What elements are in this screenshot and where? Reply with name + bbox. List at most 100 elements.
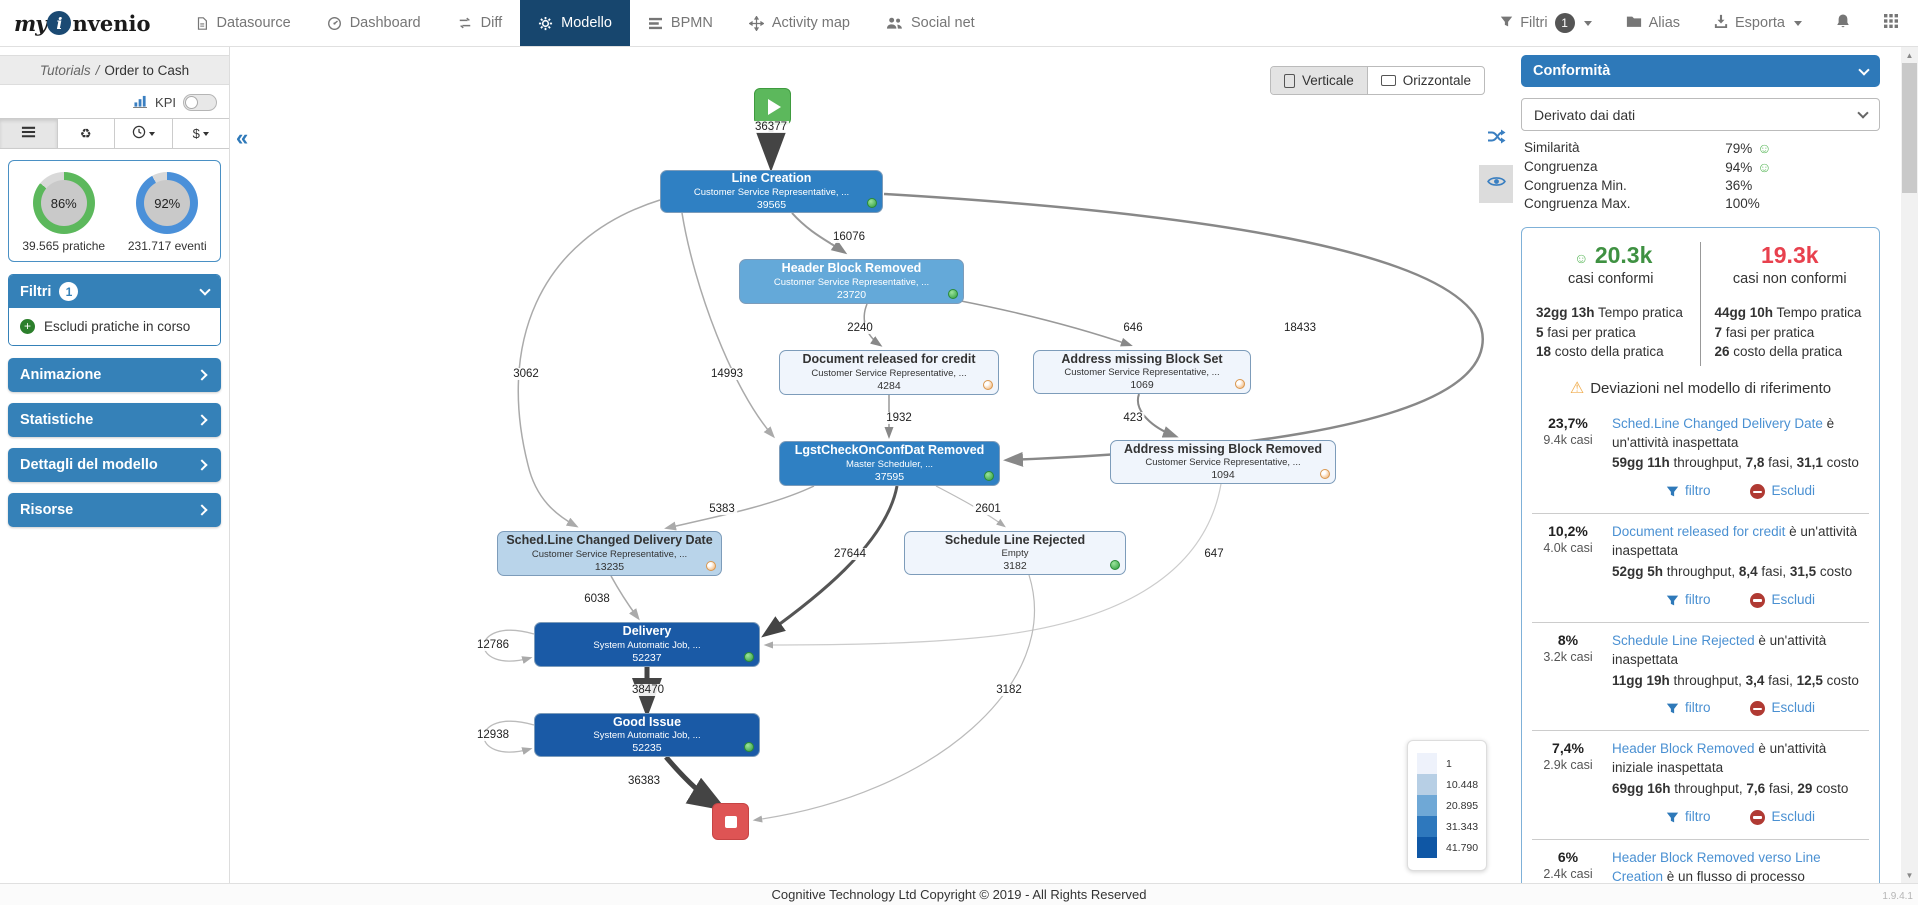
node-role: Customer Service Representative, ...: [811, 367, 967, 379]
apps-grid-button[interactable]: [1884, 14, 1898, 32]
nav-item-diff[interactable]: Diff: [439, 0, 521, 46]
start-node[interactable]: [754, 88, 791, 125]
legend-value: 31.343: [1446, 820, 1479, 833]
donut-ring: 86%: [32, 172, 95, 234]
deviation-text: Document released for credit è un'attivi…: [1612, 524, 1857, 559]
deviation-exclude-button[interactable]: Escludi: [1750, 699, 1815, 718]
metric-label: Similarità: [1524, 139, 1580, 155]
breadcrumb-section[interactable]: Tutorials: [39, 62, 91, 78]
sidebar-collapse-button[interactable]: «: [236, 125, 249, 150]
deviation-activity-link[interactable]: Document released for credit: [1612, 524, 1786, 540]
nav-item-bpmn[interactable]: BPMN: [630, 0, 731, 46]
nav-item-datasource[interactable]: Datasource: [177, 0, 309, 46]
nav-item-activity-map[interactable]: Activity map: [731, 0, 868, 46]
exclude-icon: [1750, 809, 1766, 825]
conformity-source-select[interactable]: Derivato dai dati: [1521, 98, 1880, 131]
summary-stat: 44gg 10h Tempo pratica: [1714, 305, 1862, 320]
panel-risorse[interactable]: Risorse: [8, 493, 221, 527]
funnel-icon: [1666, 594, 1679, 607]
panel-animazione[interactable]: Animazione: [8, 358, 221, 392]
node-count: 13235: [594, 560, 625, 573]
deviation-activity-link[interactable]: Schedule Line Rejected: [1612, 632, 1755, 648]
bar-chart-icon: [133, 95, 148, 111]
deviation-activity-link[interactable]: Sched.Line Changed Delivery Date: [1612, 415, 1823, 431]
vertical-scrollbar[interactable]: ▲ ▼: [1901, 47, 1918, 883]
metric-label: Congruenza Min.: [1524, 177, 1627, 193]
cost-view-button[interactable]: $: [172, 119, 229, 148]
time-view-button[interactable]: [115, 119, 173, 148]
warning-icon: ⚠: [1569, 379, 1585, 397]
nav-item-dashboard[interactable]: Dashboard: [309, 0, 439, 46]
conform-label: casi conformi: [1568, 271, 1654, 287]
social-icon: [886, 16, 903, 30]
status-dot: [744, 742, 754, 752]
nav-right: Filtri 1 Alias Esporta: [1466, 0, 1918, 46]
app-logo[interactable]: my i nvenio: [0, 0, 177, 46]
deviation-exclude-button[interactable]: Escludi: [1750, 808, 1815, 827]
alias-menu[interactable]: Alias: [1626, 15, 1680, 32]
end-node[interactable]: [712, 803, 749, 840]
deviation-text: Header Block Removed verso Line Creation…: [1612, 849, 1821, 883]
scrollbar-thumb[interactable]: [1902, 63, 1917, 193]
rearrange-button[interactable]: [1479, 120, 1513, 158]
deviation-text: Schedule Line Rejected è un'attività ina…: [1612, 632, 1827, 667]
edge-label: 12786: [475, 639, 511, 651]
filters-menu[interactable]: Filtri 1: [1500, 13, 1592, 33]
funnel-icon: [1666, 702, 1679, 715]
node-title: Header Block Removed: [781, 261, 922, 276]
deviation-activity-link[interactable]: Header Block Removed: [1612, 741, 1755, 757]
notifications-button[interactable]: [1836, 13, 1850, 33]
filter-item[interactable]: + Escludi pratiche in corso: [9, 308, 220, 345]
deviation-filter-button[interactable]: filtro: [1666, 699, 1710, 718]
panel-dettagli-del-modello[interactable]: Dettagli del modello: [8, 448, 221, 482]
deviation-exclude-button[interactable]: Escludi: [1750, 591, 1815, 610]
export-menu[interactable]: Esporta: [1714, 14, 1802, 32]
orientation-switch: Verticale Orizzontale: [1269, 66, 1485, 95]
panel-statistiche[interactable]: Statistiche: [8, 403, 221, 437]
nav-item-modello[interactable]: Modello: [520, 0, 630, 46]
rework-view-button[interactable]: ♻: [57, 119, 115, 148]
scroll-down-arrow[interactable]: ▼: [1905, 870, 1914, 880]
logo-i-circle: i: [47, 11, 72, 35]
deviation-percent: 6%: [1557, 848, 1579, 865]
funnel-icon: [1500, 15, 1513, 32]
visibility-button[interactable]: [1479, 165, 1513, 203]
deviation-exclude-button[interactable]: Escludi: [1750, 482, 1815, 501]
deviation-stats: 23,7%9.4k casi: [1524, 415, 1612, 502]
nav-item-label: Dashboard: [349, 15, 421, 31]
node-role: System Automatic Job, ...: [593, 730, 701, 742]
orientation-horizontal-button[interactable]: Orizzontale: [1366, 67, 1484, 94]
deviation-filter-button[interactable]: filtro: [1666, 591, 1710, 610]
deviation-filter-button[interactable]: filtro: [1666, 482, 1710, 501]
conformity-header[interactable]: Conformità: [1521, 55, 1880, 87]
orientation-vertical-button[interactable]: Verticale: [1270, 67, 1367, 94]
breadcrumb[interactable]: Tutorials / Order to Cash: [0, 55, 229, 85]
filters-panel-header[interactable]: Filtri 1: [9, 275, 220, 308]
legend-row: 41.790: [1417, 837, 1478, 858]
list-view-button[interactable]: [0, 119, 58, 148]
deviation-activity-link[interactable]: Header Block Removed verso Line Creation: [1612, 849, 1821, 883]
status-dot: [1235, 379, 1245, 389]
deviation-filter-button[interactable]: filtro: [1666, 808, 1710, 827]
nav-item-social-net[interactable]: Social net: [868, 0, 993, 46]
kpi-toggle[interactable]: [183, 94, 217, 111]
edge-label: 36383: [626, 775, 662, 787]
smiley-icon: ☺: [1574, 250, 1589, 266]
metric-value: 100%: [1725, 195, 1760, 211]
gauge-label: 231.717 eventi: [127, 239, 207, 253]
scroll-up-arrow[interactable]: ▲: [1905, 50, 1914, 60]
